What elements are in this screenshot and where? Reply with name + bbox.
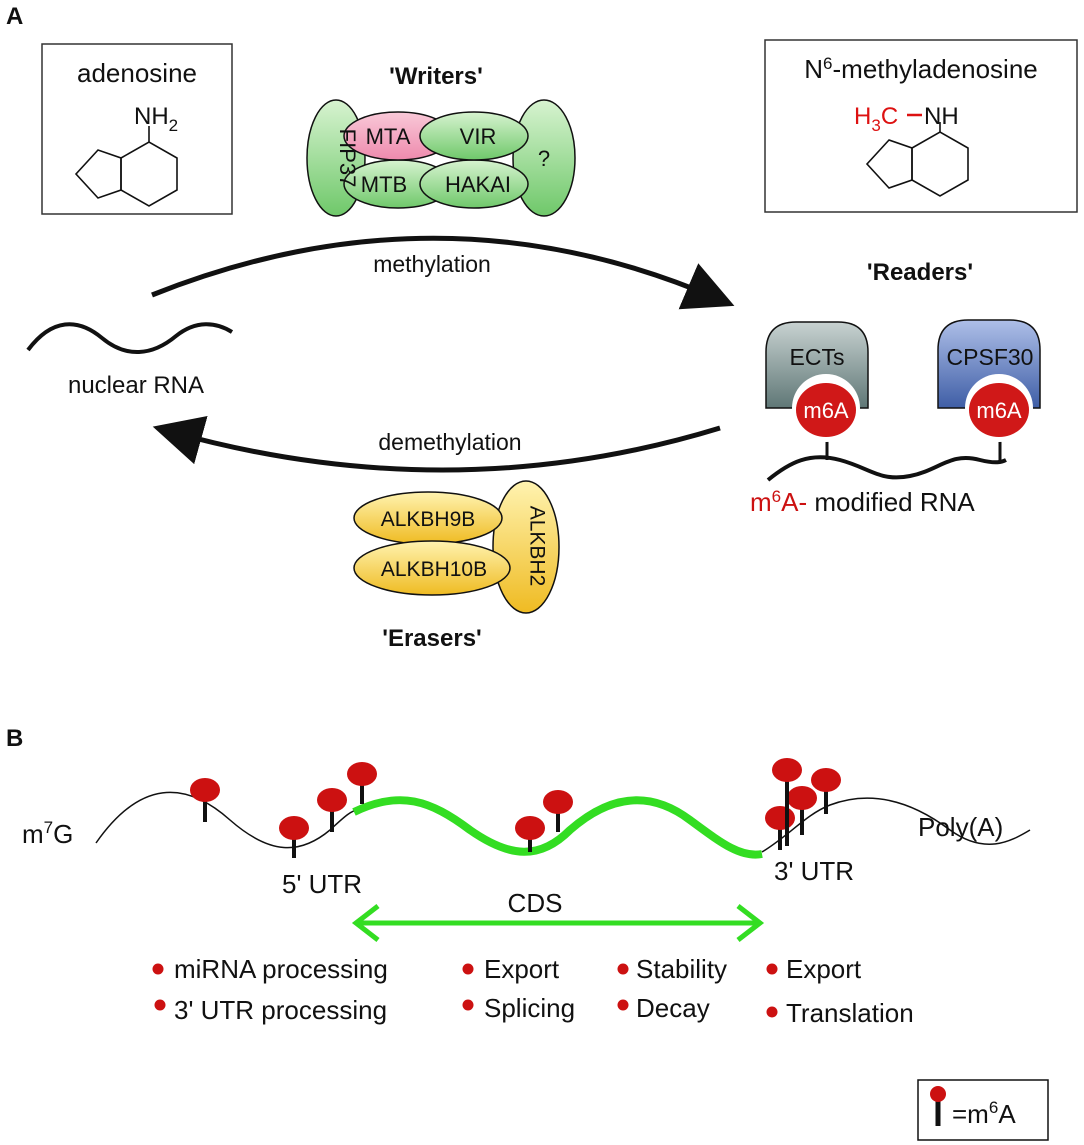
hakai-label: HAKAI bbox=[445, 172, 511, 197]
m6a-mark-label-1: m6A bbox=[803, 398, 849, 423]
legend-m6a-icon bbox=[930, 1086, 946, 1102]
utr3-label: 3' UTR bbox=[774, 856, 854, 886]
cds-double-arrow bbox=[351, 904, 765, 942]
nuclear-rna-label: nuclear RNA bbox=[68, 372, 204, 399]
function-group-mirna: miRNA processing 3' UTR processing bbox=[152, 954, 388, 1025]
adenosine-box: adenosine NH2 bbox=[41, 43, 233, 215]
cap-label: m7G bbox=[22, 818, 73, 849]
m6a-site-head bbox=[317, 788, 347, 812]
function-group-translation: Export Translation bbox=[766, 954, 914, 1028]
writers-complex: 'Writers' FIP37 MTA VIR MTB HAKAI ? bbox=[306, 63, 576, 217]
cds-label: CDS bbox=[508, 888, 563, 918]
function-group-export: Export Splicing bbox=[462, 954, 575, 1023]
function-item: Translation bbox=[786, 998, 914, 1028]
bullet bbox=[617, 963, 629, 975]
m6a-site-head bbox=[543, 790, 573, 814]
readers-group: 'Readers' ECTs CPSF30 m6A m6A m6A- modif… bbox=[750, 259, 1041, 517]
modified-rna-strand bbox=[766, 455, 1007, 482]
m6a-site-head bbox=[279, 816, 309, 840]
legend-label: =m6A bbox=[952, 1098, 1016, 1129]
function-item: Stability bbox=[636, 954, 727, 984]
readers-title: 'Readers' bbox=[867, 259, 973, 286]
nuclear-rna-strand bbox=[26, 322, 234, 354]
bullet bbox=[766, 963, 778, 975]
m6a-site-head bbox=[515, 816, 545, 840]
erasers-complex: ALKBH9B ALKBH10B ALKBH2 'Erasers' bbox=[353, 480, 560, 652]
function-item: 3' UTR processing bbox=[174, 995, 387, 1025]
bullet bbox=[617, 999, 629, 1011]
bullet bbox=[152, 963, 164, 975]
mrna-line bbox=[95, 791, 1031, 853]
adenosine-title: adenosine bbox=[77, 58, 197, 88]
nh-group: NH bbox=[924, 103, 959, 130]
mtb-label: MTB bbox=[361, 172, 407, 197]
function-item: Export bbox=[484, 954, 560, 984]
alkbh2-protein bbox=[492, 480, 560, 614]
unknown-writer-protein bbox=[512, 99, 576, 217]
ects-label: ECTs bbox=[790, 344, 845, 370]
panel-a-label: A bbox=[6, 3, 23, 30]
modified-rna-label: m6A- modified RNA bbox=[750, 487, 975, 517]
demethylation-arrow bbox=[152, 415, 721, 473]
m6a-mark-ects bbox=[796, 383, 856, 437]
cpsf30-label: CPSF30 bbox=[947, 344, 1034, 370]
function-list: miRNA processing 3' UTR processing Expor… bbox=[152, 954, 914, 1028]
m6a-site-head bbox=[787, 786, 817, 810]
bullet bbox=[154, 999, 166, 1011]
methylation-arrow bbox=[151, 235, 735, 310]
m6a-site-head bbox=[765, 806, 795, 830]
function-item: miRNA processing bbox=[174, 954, 388, 984]
methylation-label: methylation bbox=[373, 251, 491, 277]
function-item: Export bbox=[786, 954, 862, 984]
panel-b-label: B bbox=[6, 725, 23, 752]
bullet bbox=[766, 1006, 778, 1018]
m6a-site-head bbox=[811, 768, 841, 792]
m6a-sites bbox=[190, 758, 841, 858]
m6a-structure-box: N6-methyladenosine H3C NH bbox=[764, 39, 1078, 213]
m6a-mark-label-2: m6A bbox=[976, 398, 1022, 423]
m6a-legend: =m6A bbox=[917, 1079, 1049, 1141]
m6a-structure-title: N6-methyladenosine bbox=[804, 54, 1037, 84]
bullet bbox=[462, 963, 474, 975]
vir-label: VIR bbox=[460, 124, 497, 149]
erasers-title: 'Erasers' bbox=[382, 625, 482, 652]
function-item: Splicing bbox=[484, 993, 575, 1023]
function-item: Decay bbox=[636, 993, 710, 1023]
unknown-label: ? bbox=[538, 146, 550, 171]
alkbh9b-label: ALKBH9B bbox=[381, 508, 476, 531]
m6a-structure-rings bbox=[865, 122, 969, 197]
m6a-mark-cpsf30 bbox=[969, 383, 1029, 437]
function-group-stability: Stability Decay bbox=[617, 954, 727, 1023]
polya-label: Poly(A) bbox=[918, 812, 1003, 842]
mta-label: MTA bbox=[366, 124, 411, 149]
alkbh2-label: ALKBH2 bbox=[525, 506, 548, 587]
adenosine-group: NH2 bbox=[134, 103, 178, 135]
alkbh10b-protein bbox=[353, 540, 511, 596]
methyl-group: H3C bbox=[854, 103, 898, 135]
utr5-label: 5' UTR bbox=[282, 869, 362, 899]
cds-curve bbox=[352, 796, 763, 859]
adenosine-structure bbox=[74, 126, 178, 207]
m6a-site-head bbox=[190, 778, 220, 802]
vir-protein bbox=[419, 111, 529, 161]
bullet bbox=[462, 999, 474, 1011]
m6a-site-head bbox=[347, 762, 377, 786]
m6a-site-head bbox=[772, 758, 802, 782]
fip37-label: FIP37 bbox=[335, 129, 360, 188]
writers-title: 'Writers' bbox=[389, 63, 483, 90]
demethylation-label: demethylation bbox=[378, 429, 521, 455]
alkbh10b-label: ALKBH10B bbox=[381, 558, 487, 581]
